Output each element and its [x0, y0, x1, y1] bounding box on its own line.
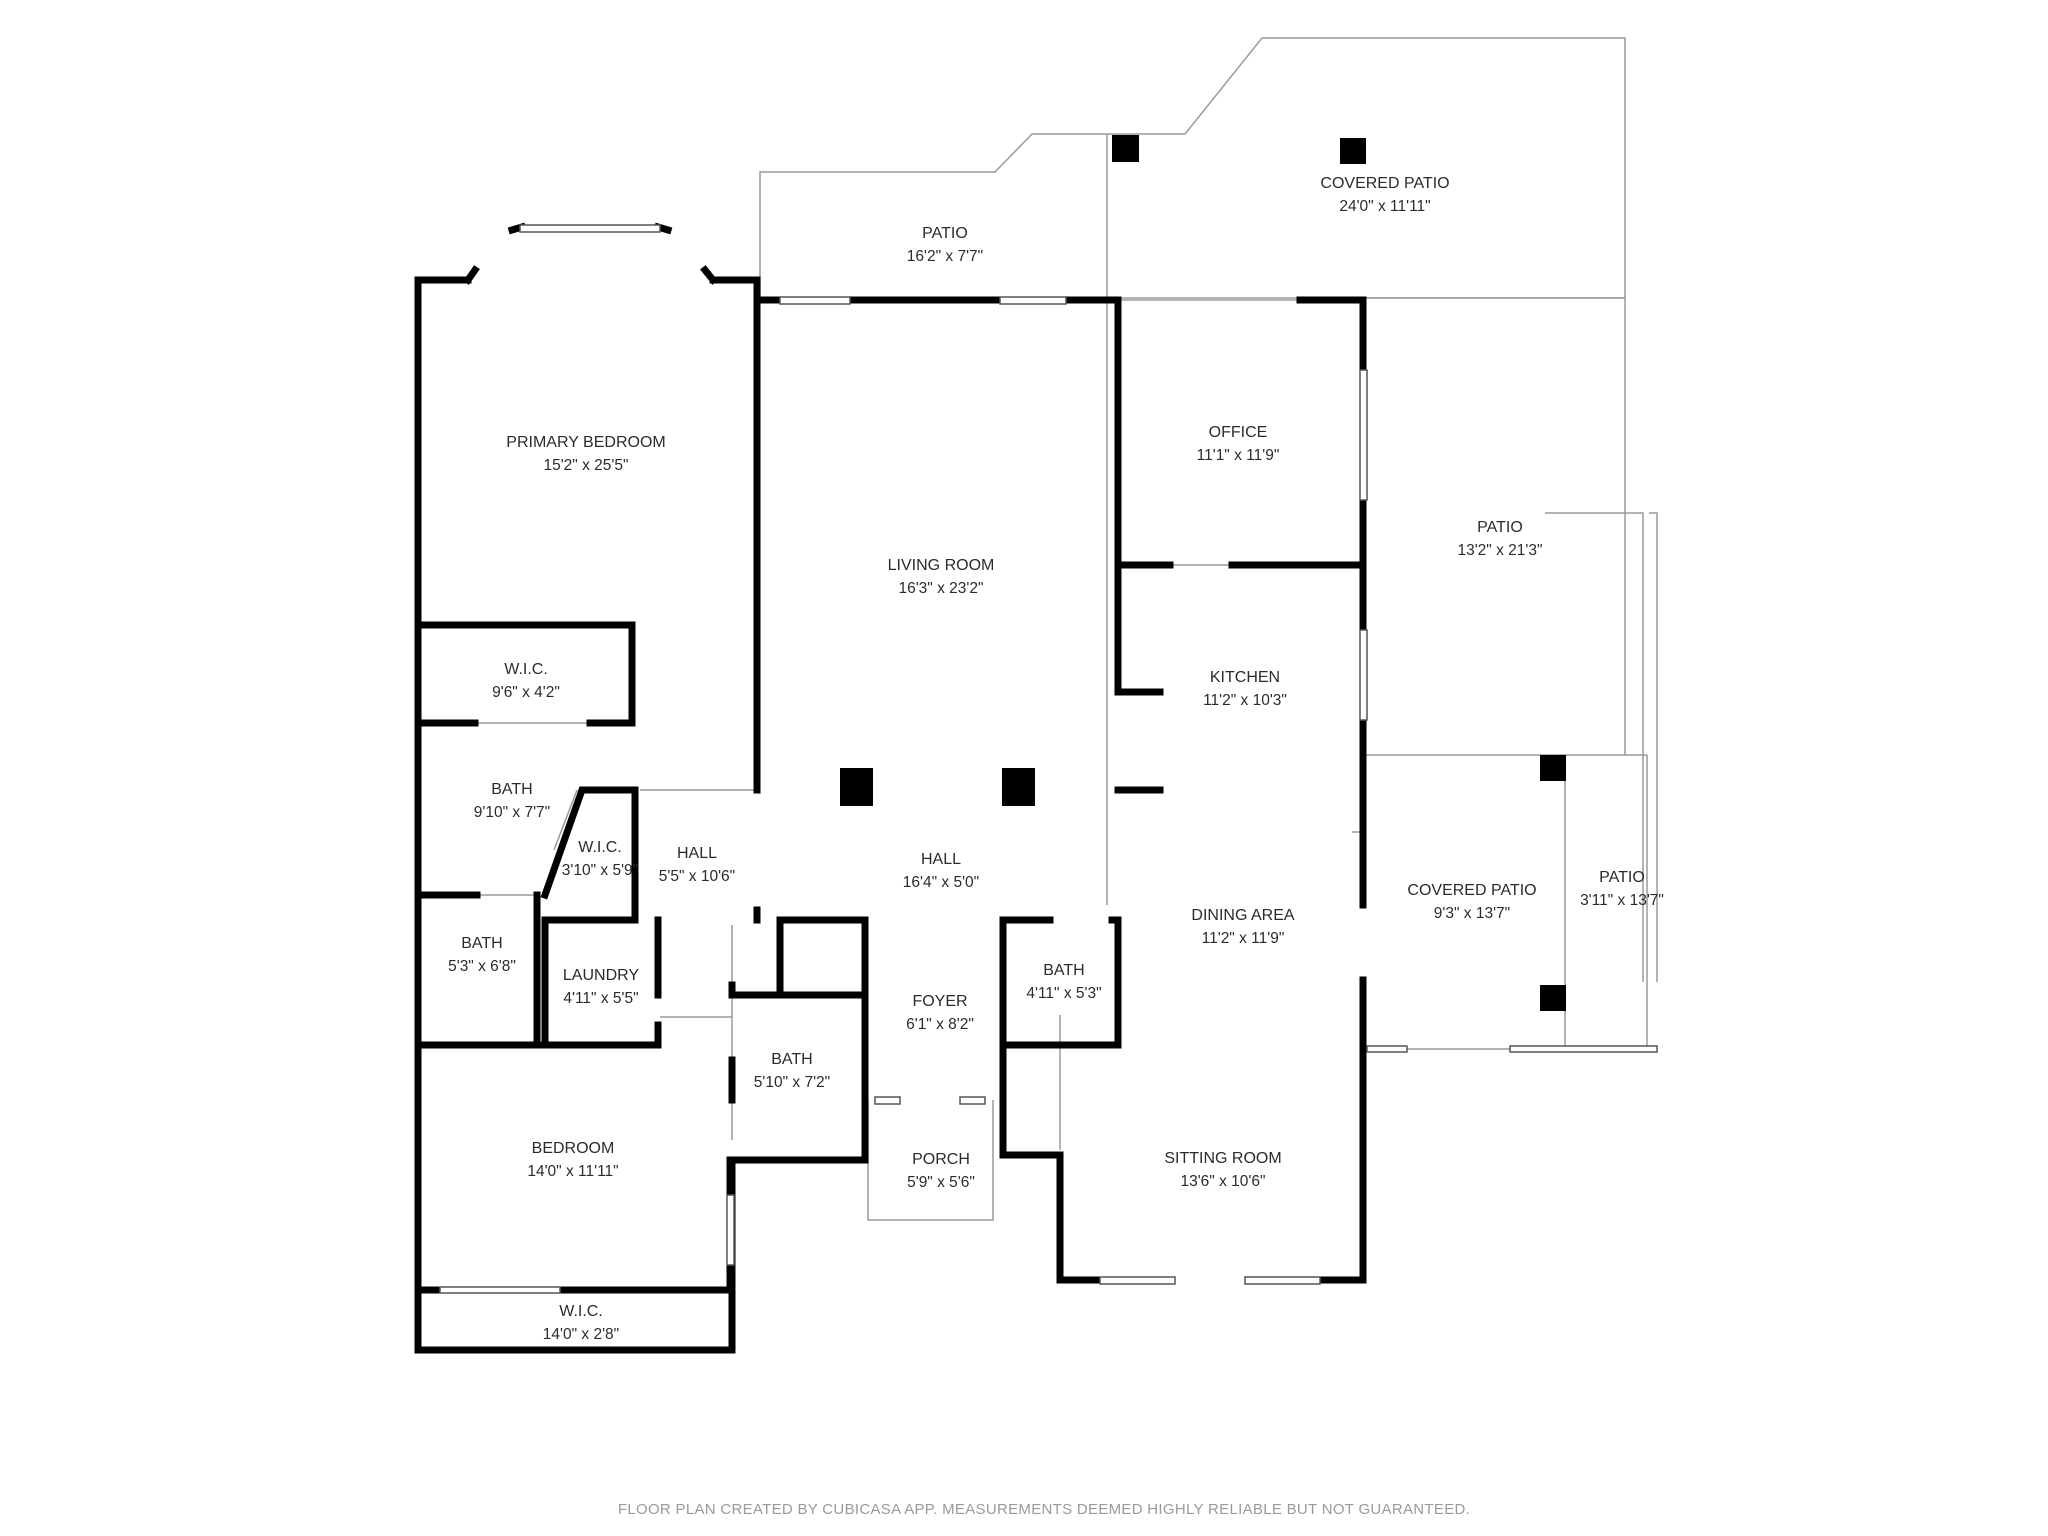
- room-dims-wic-3: 14'0" x 2'8": [543, 1326, 619, 1343]
- room-dims-dining-area: 11'2" x 11'9": [1202, 930, 1285, 947]
- room-dims-bath-3: 4'11" x 5'3": [1026, 985, 1101, 1002]
- room-name-sitting-room: SITTING ROOM: [1164, 1150, 1281, 1167]
- room-dims-hall-2: 16'4" x 5'0": [903, 874, 979, 891]
- room-name-kitchen: KITCHEN: [1210, 669, 1280, 686]
- room-dims-bath-4: 5'10" x 7'2": [754, 1074, 830, 1091]
- room-name-bath-4: BATH: [771, 1051, 812, 1068]
- walls: [414, 222, 1367, 1354]
- room-dims-patio-right: 13'2" x 21'3": [1457, 542, 1542, 559]
- room-name-hall-2: HALL: [921, 851, 961, 868]
- room-name-patio-top: PATIO: [922, 225, 968, 242]
- room-dims-wic-1: 9'6" x 4'2": [492, 684, 560, 701]
- room-name-covered-patio-top: COVERED PATIO: [1320, 175, 1449, 192]
- columns: [840, 135, 1566, 1011]
- room-dims-bath-1: 9'10" x 7'7": [474, 804, 550, 821]
- room-dims-patio-small: 3'11" x 13'7": [1580, 892, 1664, 909]
- room-dims-sitting-room: 13'6" x 10'6": [1180, 1173, 1265, 1190]
- footer-disclaimer: FLOOR PLAN CREATED BY CUBICASA APP. MEAS…: [618, 1501, 1470, 1518]
- room-name-porch: PORCH: [912, 1151, 970, 1168]
- room-name-bath-3: BATH: [1043, 962, 1084, 979]
- room-dims-foyer: 6'1" x 8'2": [906, 1016, 974, 1033]
- room-dims-hall-1: 5'5" x 10'6": [659, 868, 735, 885]
- room-dims-patio-top: 16'2" x 7'7": [907, 248, 983, 265]
- room-name-hall-1: HALL: [677, 845, 717, 862]
- room-dims-office: 11'1" x 11'9": [1197, 447, 1280, 464]
- room-name-wic-3: W.I.C.: [559, 1303, 603, 1320]
- room-name-wic-1: W.I.C.: [504, 661, 548, 678]
- windows: [439, 224, 1658, 1294]
- room-name-patio-small: PATIO: [1599, 869, 1645, 886]
- room-name-bedroom: BEDROOM: [532, 1140, 615, 1157]
- room-name-foyer: FOYER: [912, 993, 967, 1010]
- room-name-wic-2: W.I.C.: [578, 839, 622, 856]
- room-dims-covered-patio-top: 24'0" x 11'11": [1339, 198, 1430, 215]
- room-name-living-room: LIVING ROOM: [888, 557, 995, 574]
- room-name-bath-2: BATH: [461, 935, 502, 952]
- room-name-bath-1: BATH: [491, 781, 532, 798]
- room-dims-bedroom: 14'0" x 11'11": [527, 1163, 618, 1180]
- room-dims-wic-2: 3'10" x 5'9": [562, 862, 638, 879]
- room-name-laundry: LAUNDRY: [563, 967, 640, 984]
- room-dims-laundry: 4'11" x 5'5": [563, 990, 638, 1007]
- room-dims-kitchen: 11'2" x 10'3": [1203, 692, 1287, 709]
- room-dims-bath-2: 5'3" x 6'8": [448, 958, 516, 975]
- room-dims-covered-patio-right: 9'3" x 13'7": [1434, 905, 1510, 922]
- room-dims-living-room: 16'3" x 23'2": [898, 580, 983, 597]
- room-dims-porch: 5'9" x 5'6": [907, 1174, 975, 1191]
- room-dims-primary-bedroom: 15'2" x 25'5": [543, 457, 628, 474]
- room-name-patio-right: PATIO: [1477, 519, 1523, 536]
- room-name-dining-area: DINING AREA: [1191, 907, 1294, 924]
- room-labels: COVERED PATIO 24'0" x 11'11" PATIO 16'2"…: [448, 175, 1664, 1343]
- room-name-primary-bedroom: PRIMARY BEDROOM: [506, 434, 665, 451]
- room-name-covered-patio-right: COVERED PATIO: [1407, 882, 1536, 899]
- room-name-office: OFFICE: [1209, 424, 1268, 441]
